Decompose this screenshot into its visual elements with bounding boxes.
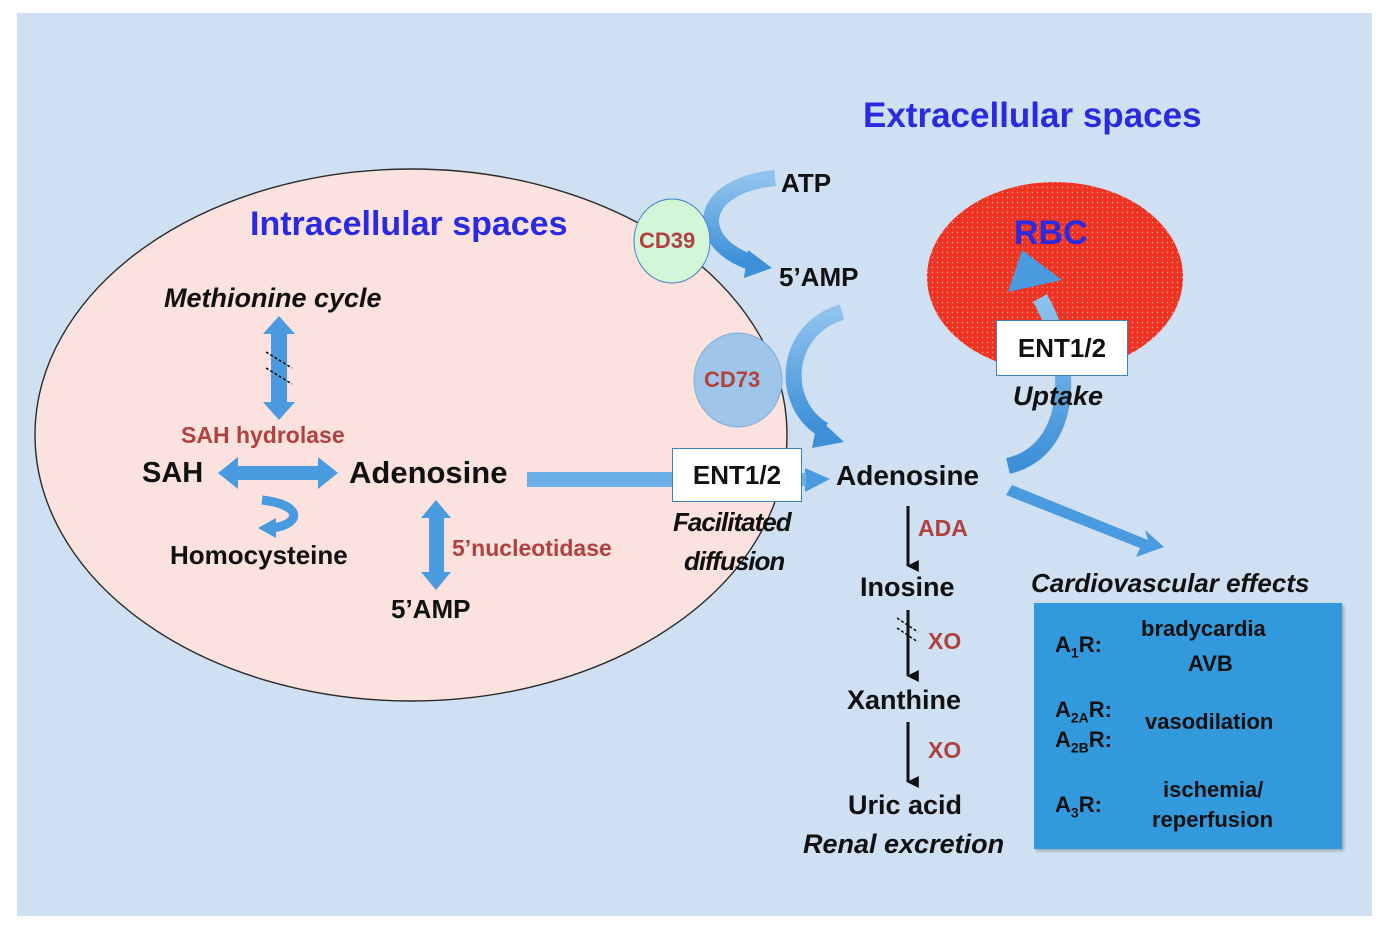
a3-receptor-label: A3R: xyxy=(1055,792,1102,821)
homocysteine-curved-arrow xyxy=(261,495,299,533)
a2-effect-vasodilation: vasodilation xyxy=(1145,709,1274,734)
uptake-label: Uptake xyxy=(1013,381,1104,411)
cd39-label: CD39 xyxy=(639,228,696,253)
cd73-conversion-arrow xyxy=(785,304,845,437)
cd73-enzyme xyxy=(693,332,783,428)
a2a-receptor-label: A2AR: xyxy=(1055,697,1113,726)
xo-label-2: XO xyxy=(928,737,962,763)
a1-effect-avb: AVB xyxy=(1188,651,1233,676)
ada-label: ADA xyxy=(918,515,968,541)
cd39-conversion-arrow xyxy=(703,170,776,270)
sah-hydrolase-label: SAH hydrolase xyxy=(181,422,345,448)
ent-diffusion-transporter: ENT1/2 xyxy=(672,448,802,502)
diffusion-label: diffusion xyxy=(684,546,785,576)
xanthine-label: Xanthine xyxy=(847,685,962,715)
methionine-cycle-label: Methionine cycle xyxy=(164,283,382,313)
renal-excretion-label: Renal excretion xyxy=(803,829,1005,859)
adenosine-intracellular-label: Adenosine xyxy=(349,455,508,490)
diffusion-arrowhead xyxy=(805,468,830,492)
amp-intracellular-label: 5’AMP xyxy=(391,594,471,624)
methionine-sah-double-arrow xyxy=(263,316,295,420)
sah-adenosine-double-arrow xyxy=(218,457,338,489)
atp-label: ATP xyxy=(781,168,832,198)
cd39-enzyme xyxy=(633,198,711,284)
homocysteine-label: Homocysteine xyxy=(170,540,348,570)
cardiovascular-effects-box xyxy=(1034,603,1342,849)
a3-effect-reperfusion: reperfusion xyxy=(1152,807,1274,832)
facilitated-label: Facilitated xyxy=(673,507,792,537)
intracellular-title: Intracellular spaces xyxy=(250,205,568,243)
adenosine-amp-double-arrow xyxy=(421,500,451,590)
adenosine-extracellular-label: Adenosine xyxy=(836,460,980,491)
nucleotidase-label: 5’nucleotidase xyxy=(452,535,612,561)
extracellular-title: Extracellular spaces xyxy=(863,96,1202,135)
amp-extracellular-label: 5’AMP xyxy=(779,262,859,292)
sah-label: SAH xyxy=(142,457,204,489)
cell-membrane xyxy=(34,168,788,702)
a1-receptor-label: A1R: xyxy=(1055,632,1102,661)
inosine-label: Inosine xyxy=(860,572,955,602)
cd73-arrowhead xyxy=(812,418,844,448)
a3-effect-ischemia: ischemia/ xyxy=(1163,777,1264,802)
cd39-arrowhead xyxy=(744,250,772,278)
cd73-label: CD73 xyxy=(704,367,761,392)
xo-label-1: XO xyxy=(928,628,962,654)
diffusion-arrow-shaft xyxy=(527,472,677,487)
cardiovascular-effects-label: Cardiovascular effects xyxy=(1031,568,1310,598)
a2b-receptor-label: A2BR: xyxy=(1055,727,1113,756)
effects-arrow xyxy=(1006,485,1164,557)
ent-uptake-transporter: ENT1/2 xyxy=(996,320,1128,376)
a1-effect-bradycardia: bradycardia xyxy=(1141,616,1266,641)
uric-acid-label: Uric acid xyxy=(848,790,963,820)
rbc-label: RBC xyxy=(1014,214,1088,252)
